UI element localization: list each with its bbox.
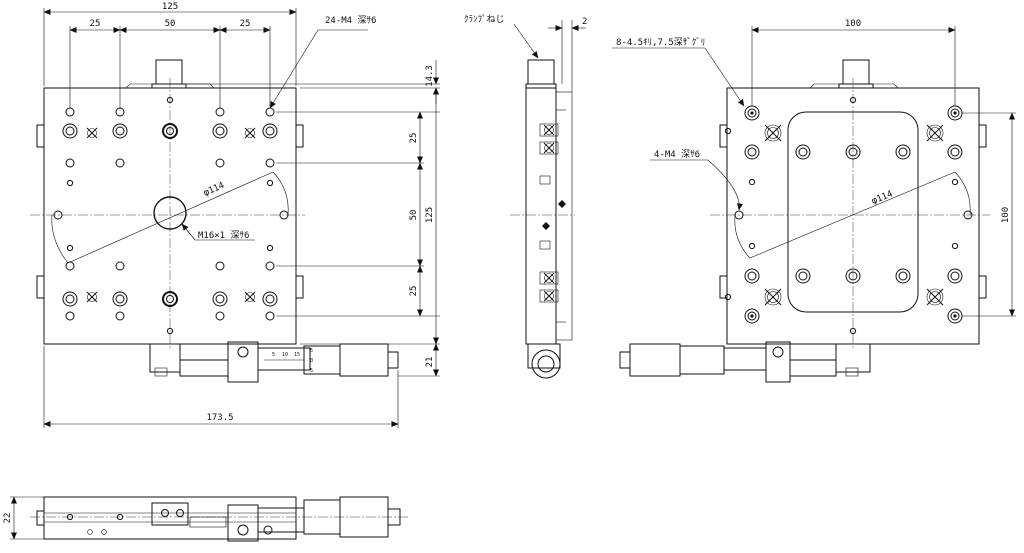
- dim-bottom-offset: 21: [425, 357, 435, 368]
- bottom-view: φ114 100 100 8-4.5ｷﾘ,7.5深ｻﾞｸﾞﾘ 4-M4 深ｻ6: [612, 19, 1016, 383]
- label-diameter-front: φ114: [202, 181, 226, 199]
- thimble-5b: 5: [310, 368, 313, 374]
- center-tapped-hole: [153, 196, 187, 230]
- label-tapped-holes: 24-M4 深ｻ6: [325, 15, 376, 26]
- label-clamp-screw: ｸﾗﾝﾌﾟねじ: [464, 14, 505, 25]
- scale-5: 5: [272, 352, 275, 358]
- lower-view: 22: [3, 496, 410, 542]
- front-micrometer: [149, 341, 399, 383]
- scale-15: 15: [294, 352, 300, 358]
- dim-pitch-mid: 50: [165, 19, 176, 29]
- dim-top-offset: 14.3: [425, 65, 435, 87]
- label-center-tap: M16×1 深ｻ6: [198, 230, 249, 241]
- dim-side-gap: 2: [582, 17, 587, 27]
- front-clamp-knob: [125, 59, 215, 89]
- thimble-5a: 5: [310, 348, 313, 354]
- bottom-micrometer: [619, 341, 871, 383]
- label-counterbore: 8-4.5ｷﾘ,7.5深ｻﾞｸﾞﾘ: [616, 37, 705, 48]
- micrometer-scale: 5 10 15 5 0 5: [272, 348, 313, 374]
- dim-bottom-width: 100: [845, 19, 861, 29]
- dim-lower-height: 22: [3, 513, 13, 524]
- thimble-0: 0: [310, 358, 313, 364]
- front-view: [30, 59, 399, 383]
- dim-pitch-right: 25: [240, 19, 251, 29]
- side-micrometer-end: [531, 349, 561, 379]
- dim-width-125: 125: [162, 2, 178, 12]
- scale-10: 10: [282, 352, 288, 358]
- dim-v50: 50: [409, 210, 419, 221]
- dim-bottom-height: 100: [1001, 207, 1011, 223]
- dim-overall-width: 173.5: [206, 413, 233, 423]
- dim-pitch-left: 25: [90, 19, 101, 29]
- side-view: ｸﾗﾝﾌﾟねじ 2: [464, 14, 587, 379]
- label-tapped-holes-bottom: 4-M4 深ｻ6: [654, 149, 700, 160]
- dim-v25-top: 25: [409, 133, 419, 144]
- label-diameter-bottom: φ114: [870, 189, 894, 206]
- front-dimensions: 125 25 50 25 24-M4 深ｻ6 14.3 25 50 125 25: [43, 2, 440, 428]
- dim-v25-bottom: 25: [409, 286, 419, 297]
- dim-v125: 125: [425, 207, 435, 223]
